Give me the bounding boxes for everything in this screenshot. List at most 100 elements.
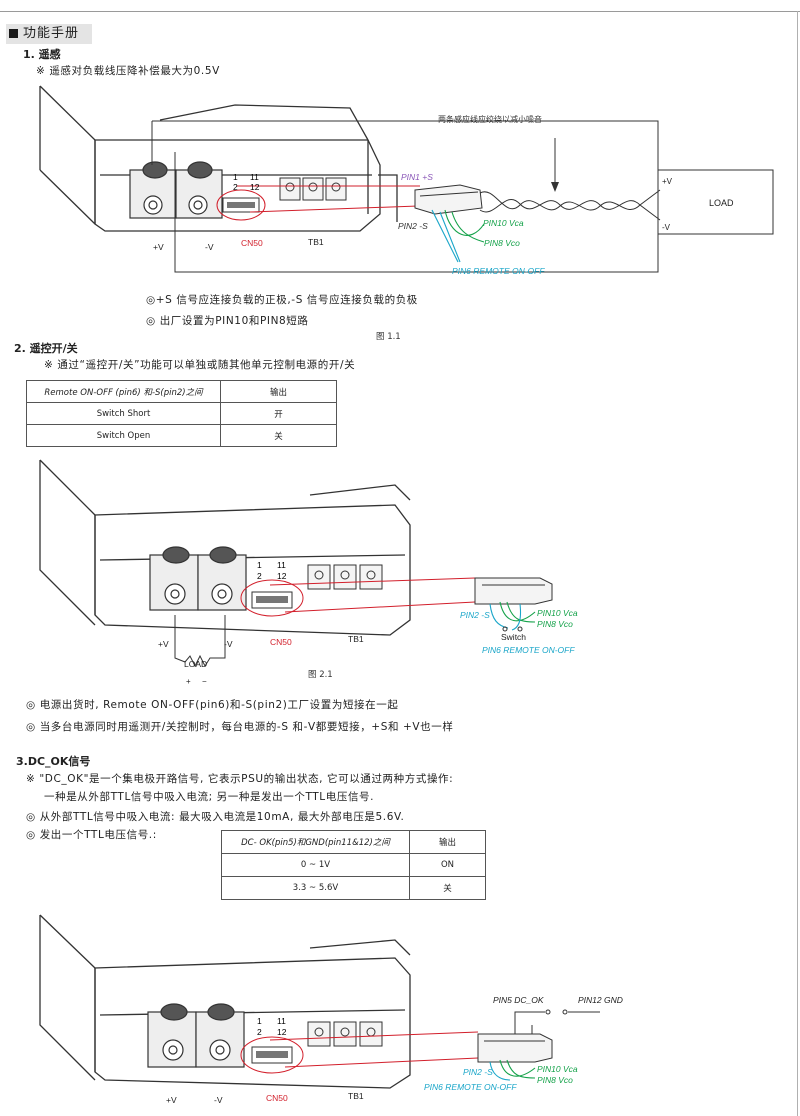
tb1-label: TB1 bbox=[348, 634, 364, 644]
table-header-row: Remote ON-OFF (pin6) 和-S(pin2)之间 输出 bbox=[26, 380, 337, 403]
minus-v-label: -V bbox=[224, 639, 233, 649]
table-header-cell: DC- OK(pin5)和GND(pin11&12)之间 bbox=[221, 830, 410, 854]
output-terminal-minus bbox=[197, 546, 247, 611]
minus-v-label: -V bbox=[214, 1095, 223, 1105]
right-rule bbox=[797, 11, 798, 1116]
remote-connector bbox=[477, 1033, 553, 1063]
plus-v-label: +V bbox=[153, 242, 164, 252]
output-terminal-minus bbox=[175, 161, 223, 219]
pin5-label: PIN5 DC_OK bbox=[493, 995, 544, 1005]
table-row: 3.3 ~ 5.6V 关 bbox=[221, 876, 486, 900]
terminal-contact bbox=[545, 1009, 551, 1015]
pin10-label: PIN10 Vca bbox=[483, 218, 524, 228]
pin2-label: PIN2 -S bbox=[398, 221, 428, 231]
load-plus-sign: + bbox=[186, 677, 191, 685]
figure-2-1-caption: 图 2.1 bbox=[308, 670, 333, 680]
pin8-label: PIN8 Vco bbox=[537, 1075, 573, 1085]
table-header-cell: 输出 bbox=[409, 830, 486, 854]
table-row: Switch Open 关 bbox=[26, 424, 337, 447]
pin8-label: PIN8 Vco bbox=[484, 238, 520, 248]
tb1-block bbox=[307, 1021, 383, 1047]
figure-1-1-caption: 图 1.1 bbox=[376, 332, 401, 342]
terminal-contact bbox=[562, 1009, 568, 1015]
section2-bullet2: ◎ 当多台电源同时用遥测开/关控制时，每台电源的-S 和-V都要短接，+S和 +… bbox=[26, 721, 454, 733]
table-row: 0 ~ 1V ON bbox=[221, 853, 486, 877]
tb1-label: TB1 bbox=[348, 1091, 364, 1101]
remote-onoff-table: Remote ON-OFF (pin6) 和-S(pin2)之间 输出 Swit… bbox=[26, 380, 337, 447]
pin6-label: PIN6 REMOTE ON-OFF bbox=[482, 645, 575, 655]
output-terminal-minus bbox=[195, 1003, 245, 1068]
section-header: 功能手册 bbox=[6, 24, 92, 44]
pin-number-1: 1 bbox=[257, 1016, 262, 1026]
cn50-label: CN50 bbox=[266, 1093, 288, 1103]
pin10-label: PIN10 Vca bbox=[537, 1064, 578, 1074]
tb1-label: TB1 bbox=[308, 237, 324, 247]
table-cell: 0 ~ 1V bbox=[221, 853, 410, 877]
table-header-cell: Remote ON-OFF (pin6) 和-S(pin2)之间 bbox=[26, 380, 221, 403]
figure-1-1: 两条感应线应绞绕以减小噪音 PIN1 +S PIN2 -S PIN10 Vca … bbox=[39, 85, 774, 276]
section3-heading: 3.DC_OK信号 bbox=[16, 755, 91, 768]
pin-number-2: 2 bbox=[233, 182, 238, 192]
pin-number-11: 11 bbox=[277, 560, 286, 570]
section2-note: ※ 通过“遥控开/关”功能可以单独或随其他单元控制电源的开/关 bbox=[44, 359, 356, 371]
section1-heading: 1. 遥感 bbox=[23, 48, 61, 61]
section3-bullet1: ◎ 从外部TTL信号中吸入电流: 最大吸入电流是10mA, 最大外部电压是5.6… bbox=[26, 811, 405, 823]
section1-note: ※ 遥感对负载线压降补偿最大为0.5V bbox=[36, 65, 220, 77]
pin-number-2: 2 bbox=[257, 1027, 262, 1037]
tb1-block bbox=[279, 177, 347, 201]
output-terminal-plus bbox=[147, 1003, 197, 1068]
cn50-connector bbox=[240, 579, 304, 617]
section1-bullet1: ◎+S 信号应连接负载的正极,-S 信号应连接负载的负极 bbox=[146, 294, 418, 306]
remote-connector bbox=[474, 577, 553, 605]
pin-number-12: 12 bbox=[277, 571, 287, 581]
pin6-label: PIN6 REMOTE ON-OFF bbox=[452, 266, 545, 276]
section2-bullet1: ◎ 电源出货时, Remote ON-OFF(pin6)和-S(pin2)工厂设… bbox=[26, 699, 399, 711]
load-label: LOAD bbox=[709, 198, 734, 208]
pin-number-1: 1 bbox=[233, 172, 238, 182]
remote-connector bbox=[414, 184, 483, 215]
switch-label: Switch bbox=[501, 632, 526, 642]
pin8-label: PIN8 Vco bbox=[537, 619, 573, 629]
table-cell: ON bbox=[409, 853, 486, 877]
output-terminal-plus bbox=[149, 546, 199, 611]
psu-chassis bbox=[39, 914, 411, 1089]
plus-v-label: +V bbox=[158, 639, 169, 649]
pin-number-11: 11 bbox=[277, 1016, 286, 1026]
table-row: Switch Short 开 bbox=[26, 402, 337, 425]
table-cell: Switch Short bbox=[26, 402, 221, 425]
pin2-label: PIN2 -S bbox=[460, 610, 490, 620]
pin-number-1: 1 bbox=[257, 560, 262, 570]
load-plus-v: +V bbox=[662, 177, 673, 186]
pin-number-12: 12 bbox=[250, 182, 260, 192]
minus-v-label: -V bbox=[205, 242, 214, 252]
pin1-label: PIN1 +S bbox=[401, 172, 433, 182]
cn50-label: CN50 bbox=[270, 637, 292, 647]
dc-ok-table: DC- OK(pin5)和GND(pin11&12)之间 输出 0 ~ 1V O… bbox=[221, 830, 486, 900]
pin10-label: PIN10 Vca bbox=[537, 608, 578, 618]
table-header-cell: 输出 bbox=[220, 380, 337, 403]
table-cell: 关 bbox=[409, 876, 486, 900]
section3-bullet2: ◎ 发出一个TTL电压信号.: bbox=[26, 829, 157, 841]
square-bullet-icon bbox=[9, 29, 18, 38]
table-cell: 关 bbox=[220, 424, 337, 447]
cn50-label: CN50 bbox=[241, 238, 263, 248]
table-cell: Switch Open bbox=[26, 424, 221, 447]
load-minus-v: -V bbox=[662, 223, 671, 232]
twisted-pair-wire bbox=[479, 189, 661, 211]
pin-number-11: 11 bbox=[250, 172, 259, 182]
section1-bullet2: ◎ 出厂设置为PIN10和PIN8短路 bbox=[146, 315, 309, 327]
section2-heading: 2. 遥控开/关 bbox=[14, 342, 78, 355]
plus-v-label: +V bbox=[166, 1095, 177, 1105]
tb1-block bbox=[307, 564, 383, 590]
pin-number-2: 2 bbox=[257, 571, 262, 581]
load-minus-sign: − bbox=[202, 677, 207, 685]
cn50-connector bbox=[240, 1036, 304, 1074]
cn50-connector bbox=[216, 189, 266, 221]
output-terminal-plus bbox=[129, 161, 177, 219]
section3-note1: ※ "DC_OK"是一个集电极开路信号, 它表示PSU的输出状态, 它可以通过两… bbox=[26, 773, 454, 785]
twist-note: 两条感应线应绞绕以减小噪音 bbox=[438, 114, 542, 124]
section3-note2: 一种是从外部TTL信号中吸入电流; 另一种是发出一个TTL电压信号. bbox=[44, 791, 375, 803]
figure-2-1: PIN2 -S Switch PIN10 Vca PIN8 Vco PIN6 R… bbox=[39, 459, 578, 685]
pin6-label: PIN6 REMOTE ON-OFF bbox=[424, 1082, 517, 1092]
table-cell: 3.3 ~ 5.6V bbox=[221, 876, 410, 900]
